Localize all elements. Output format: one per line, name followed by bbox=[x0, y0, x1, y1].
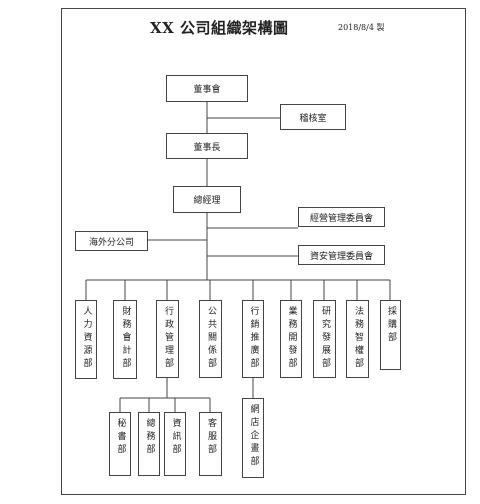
dept-label: 財務會計部 bbox=[120, 306, 131, 371]
dept-finance: 財務會計部 bbox=[113, 300, 137, 379]
dept-label: 行政管理部 bbox=[163, 306, 173, 371]
node-mgmt-committee: 經營管理委員會 bbox=[298, 207, 385, 227]
node-gm: 總經理 bbox=[173, 186, 241, 213]
sub-label: 秘書部 bbox=[115, 418, 126, 457]
sub-secretary: 秘書部 bbox=[109, 412, 131, 476]
sub-label: 總務部 bbox=[144, 418, 155, 457]
dept-procurement: 採購部 bbox=[380, 300, 401, 370]
dept-admin: 行政管理部 bbox=[156, 300, 179, 378]
node-board: 董事會 bbox=[166, 75, 248, 102]
dept-rnd: 研究發展部 bbox=[313, 300, 336, 378]
sub-general-affairs: 總務部 bbox=[138, 412, 160, 476]
sub-customer-service: 客服部 bbox=[199, 412, 222, 476]
node-chairman: 董事長 bbox=[166, 133, 248, 159]
node-audit: 稽核室 bbox=[280, 104, 346, 130]
sub-online-store-planning: 網店企畫部 bbox=[242, 398, 264, 478]
node-overseas: 海外分公司 bbox=[75, 231, 148, 251]
dept-label: 採購部 bbox=[386, 306, 396, 345]
dept-bizdev: 業務開發部 bbox=[280, 300, 302, 378]
sub-label: 客服部 bbox=[206, 418, 216, 457]
dept-label: 研究發展部 bbox=[320, 306, 330, 371]
dept-label: 業務開發部 bbox=[286, 306, 297, 371]
node-asset-committee: 資安管理委員會 bbox=[298, 245, 385, 265]
dept-label: 法務智權部 bbox=[353, 306, 363, 371]
sub-label: 網店企畫部 bbox=[248, 404, 259, 469]
dept-label: 人力資源部 bbox=[81, 306, 92, 371]
dept-label: 行銷推廣部 bbox=[248, 306, 259, 371]
sub-label: 資訊部 bbox=[170, 418, 181, 457]
sub-it: 資訊部 bbox=[164, 412, 186, 476]
dept-legal: 法務智權部 bbox=[346, 300, 369, 378]
chart-title: XX 公司組織架構圖 bbox=[150, 19, 289, 37]
dept-pr: 公共關係部 bbox=[199, 300, 222, 378]
dept-marketing: 行銷推廣部 bbox=[242, 300, 264, 378]
dept-label: 公共關係部 bbox=[206, 306, 216, 371]
chart-date: 2018/8/4 製 bbox=[338, 23, 385, 32]
page-border bbox=[61, 8, 466, 495]
dept-hr: 人力資源部 bbox=[75, 300, 97, 379]
